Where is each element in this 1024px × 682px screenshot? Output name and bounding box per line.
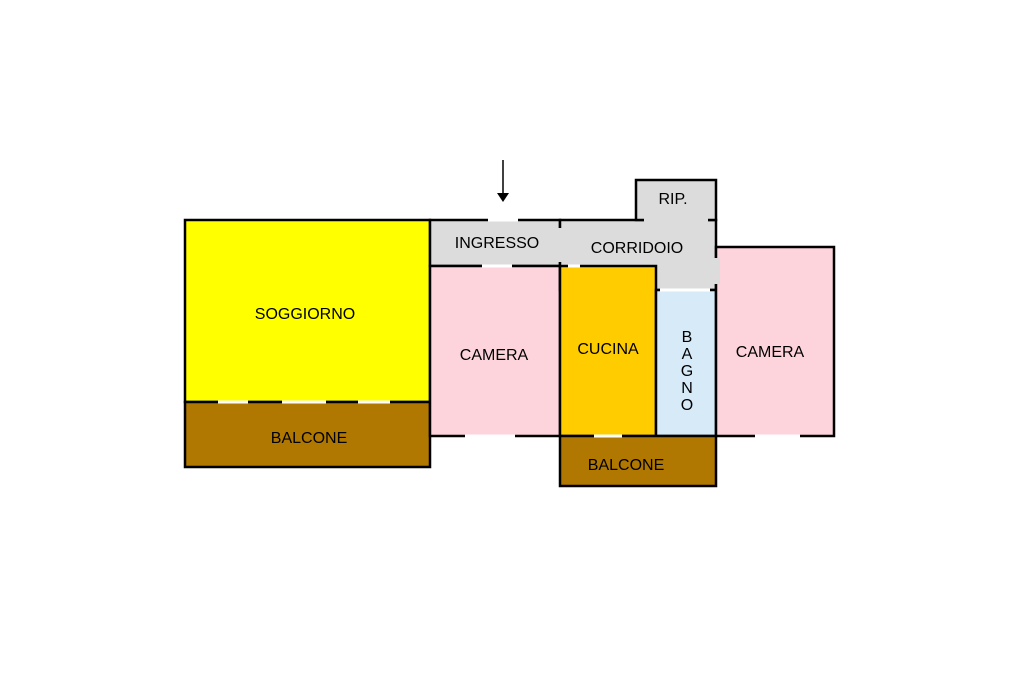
door-gaps	[218, 218, 800, 438]
label-bagno-letter: A	[682, 346, 693, 363]
label-corridoio: CORRIDOIO	[591, 240, 683, 257]
room-rip	[634, 178, 718, 222]
room-balcone-right	[558, 434, 718, 488]
opening-corridoio-camera	[712, 258, 720, 284]
room-soggiorno	[183, 218, 432, 404]
label-bagno-letter: O	[681, 397, 693, 414]
label-ingresso: INGRESSO	[455, 235, 539, 252]
label-rip: RIP.	[658, 191, 687, 208]
label-camera-right: CAMERA	[736, 344, 805, 361]
opening-ingresso-corridoio	[556, 228, 564, 262]
room-camera-left	[428, 264, 562, 438]
opening-corridoio-rip	[644, 216, 708, 224]
label-bagno: B A G N O	[681, 329, 693, 414]
label-balcone-right: BALCONE	[588, 457, 664, 474]
label-soggiorno: SOGGIORNO	[255, 306, 355, 323]
label-bagno-letter: B	[682, 329, 693, 346]
label-camera-left: CAMERA	[460, 347, 529, 364]
down-arrow-icon	[497, 160, 509, 202]
room-balcone-left	[183, 400, 432, 469]
room-cucina	[558, 264, 658, 438]
label-bagno-letter: N	[681, 380, 693, 397]
label-cucina: CUCINA	[577, 341, 639, 358]
label-bagno-letter: G	[681, 363, 693, 380]
label-balcone-left: BALCONE	[271, 430, 347, 447]
room-ingresso	[428, 218, 562, 268]
room-camera-right	[714, 245, 836, 438]
